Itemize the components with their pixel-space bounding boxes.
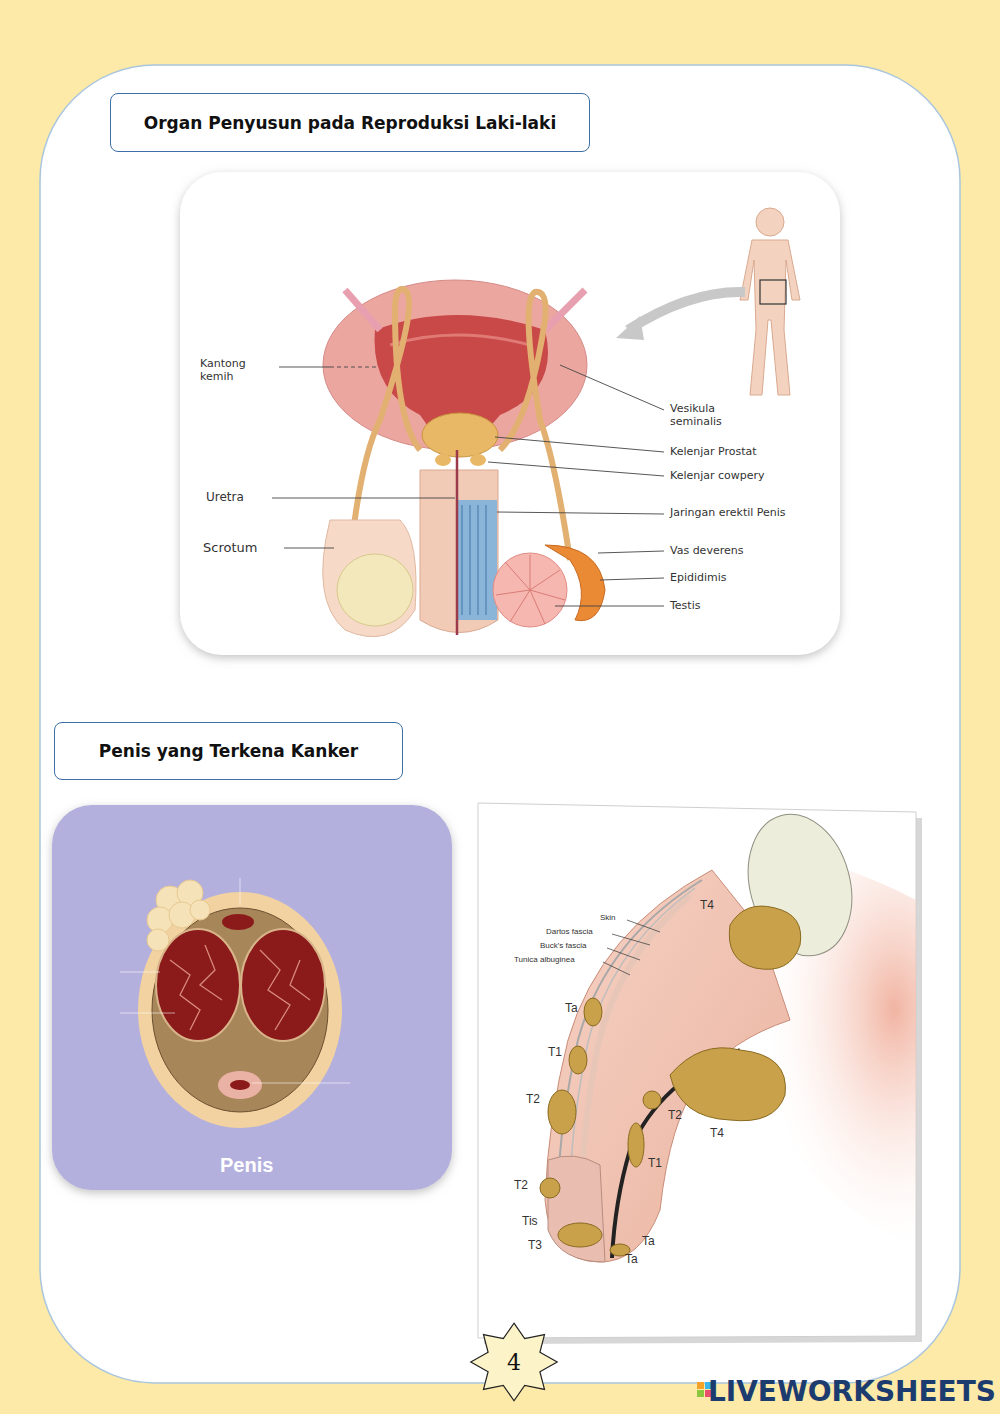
part-label: Vesikula seminalis [670,402,760,428]
stage-label: Tis [522,1214,538,1228]
anatomy-figure [180,172,840,655]
section-heading: Organ Penyusun pada Reproduksi Laki-laki [110,93,590,152]
section-heading: Penis yang Terkena Kanker [54,722,403,780]
figure-label: Penis [220,1154,273,1177]
part-label: Uretra [206,490,244,504]
part-label: Scrotum [203,540,257,555]
stage-label: Ta [565,1001,578,1015]
part-label: Jaringan erektil Penis [670,506,810,519]
part-label: Kelenjar Prostat [670,445,757,458]
page-number: 4 [507,1350,521,1375]
content-panel [40,65,960,1383]
stage-label: Ta [642,1234,655,1248]
staging-figure [478,803,922,1344]
page-number-star: 4 [469,1322,559,1402]
stage-label: Ta [625,1252,638,1266]
cross-section-figure [52,805,452,1190]
stage-label: T4 [710,1126,724,1140]
stage-label: T4 [700,898,714,912]
watermark: LIVEWORKSHEETS [708,1375,996,1408]
stage-label: T3 [528,1238,542,1252]
layer-label: Dartos fascia [546,927,593,936]
stage-label: T1 [648,1156,662,1170]
part-label: Kantong kemih [200,357,276,383]
part-label: Testis [670,599,700,612]
heading-text: Organ Penyusun pada Reproduksi Laki-laki [144,113,556,133]
stage-label: T2 [668,1108,682,1122]
stage-label: T2 [526,1092,540,1106]
star-shape [471,1323,557,1401]
layer-label: Buck's fascia [540,941,586,950]
heading-text: Penis yang Terkena Kanker [99,741,358,761]
part-label: Epididimis [670,571,727,584]
layer-label: Skin [600,913,616,922]
layer-label: Tunica albuginea [514,955,575,964]
part-label: Kelenjar cowpery [670,469,765,482]
stage-label: T1 [548,1045,562,1059]
stage-label: T2 [514,1178,528,1192]
part-label: Vas deverens [670,544,743,557]
